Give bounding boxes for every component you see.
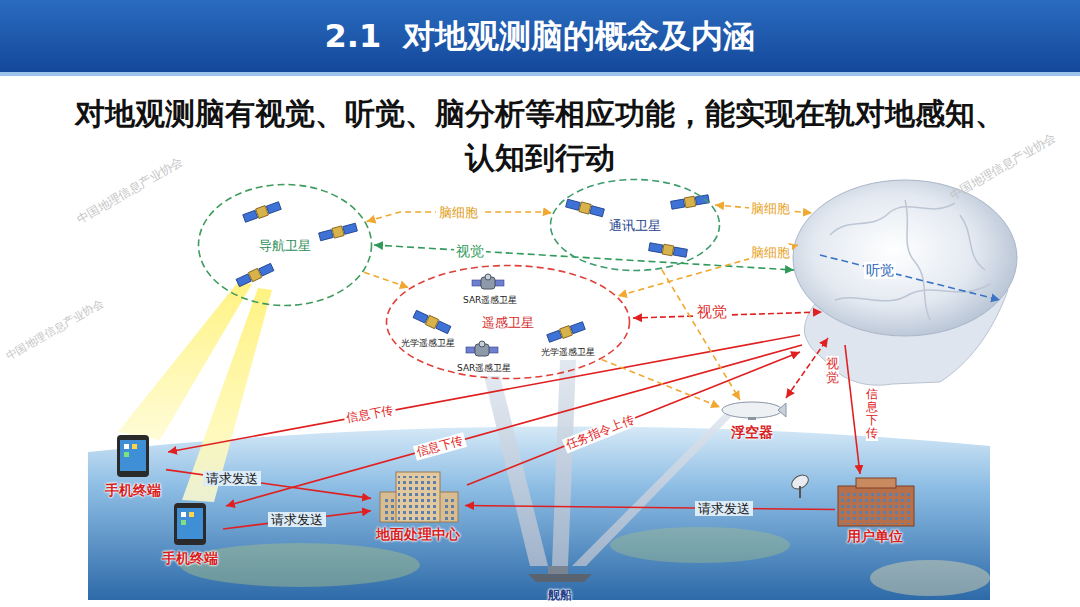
connector: [223, 511, 371, 529]
slide-subtitle: 对地观测脑有视觉、听觉、脑分析等相应功能，能实现在轨对地感知、认知到行动: [67, 92, 1012, 180]
edge-label: 请求发送: [268, 512, 326, 527]
node-label: 浮空器: [731, 424, 773, 440]
node-label: 手机终端: [105, 482, 161, 498]
line-label: 脑细胞: [749, 245, 792, 261]
ground-center: 地面处理中心: [371, 468, 465, 542]
line-label: 信息下传: [413, 432, 467, 460]
ellipse-border: [387, 266, 630, 379]
user-unit: 用户单位: [835, 476, 915, 544]
slide-title: 2.1 对地观测脑的概念及内涵: [0, 14, 1080, 58]
phone-terminal: 手机终端: [100, 432, 166, 498]
line-label: 任务指令上传: [562, 411, 638, 453]
line-label: 视觉: [695, 303, 729, 321]
node-label: 导航卫星: [259, 238, 311, 253]
satellite-group: 通讯卫星: [549, 178, 721, 272]
watermark: 中国地理信息产业协会: [947, 130, 1058, 203]
line-label: 听觉: [864, 262, 896, 279]
satellite-group: 遥感卫星: [385, 264, 631, 380]
edge-label: 请求发送: [695, 501, 753, 516]
connector: [364, 272, 409, 287]
ship: 舰船: [527, 562, 593, 602]
connector: [602, 360, 720, 408]
phone-terminal: 手机终端: [157, 500, 223, 566]
satellite-label: 光学遥感卫星: [401, 337, 455, 349]
satellite-group: 导航卫星: [197, 183, 373, 307]
line-label: 信息下传: [343, 402, 397, 426]
connector: [166, 470, 371, 499]
line-label: 视觉: [454, 243, 486, 260]
satellite-label: 光学遥感卫星: [541, 346, 595, 358]
airship: 浮空器: [720, 400, 784, 440]
connector: [465, 506, 835, 510]
ellipse-border: [199, 185, 372, 306]
line-label: 信息下传: [866, 387, 878, 442]
node-label: 舰船: [548, 588, 572, 602]
node-label: 地面处理中心: [376, 526, 460, 542]
satellite-label: SAR遥感卫星: [463, 294, 517, 306]
line-label: 脑细胞: [749, 201, 792, 217]
watermark: 中国地理信息产业协会: [74, 154, 185, 227]
node-label: 遥感卫星: [482, 315, 534, 330]
node-label: 通讯卫星: [609, 218, 661, 233]
connector: [662, 270, 740, 400]
node-label: 手机终端: [162, 550, 218, 566]
edge-label: 脑细胞: [436, 205, 481, 220]
satellite-label: SAR遥感卫星: [457, 362, 511, 374]
line-label: 视觉: [826, 356, 839, 387]
ellipse-border: [551, 180, 720, 271]
node-label: 用户单位: [847, 528, 903, 544]
edge-label: 请求发送: [203, 471, 261, 486]
watermark: 中国地理信息产业协会: [4, 296, 106, 363]
